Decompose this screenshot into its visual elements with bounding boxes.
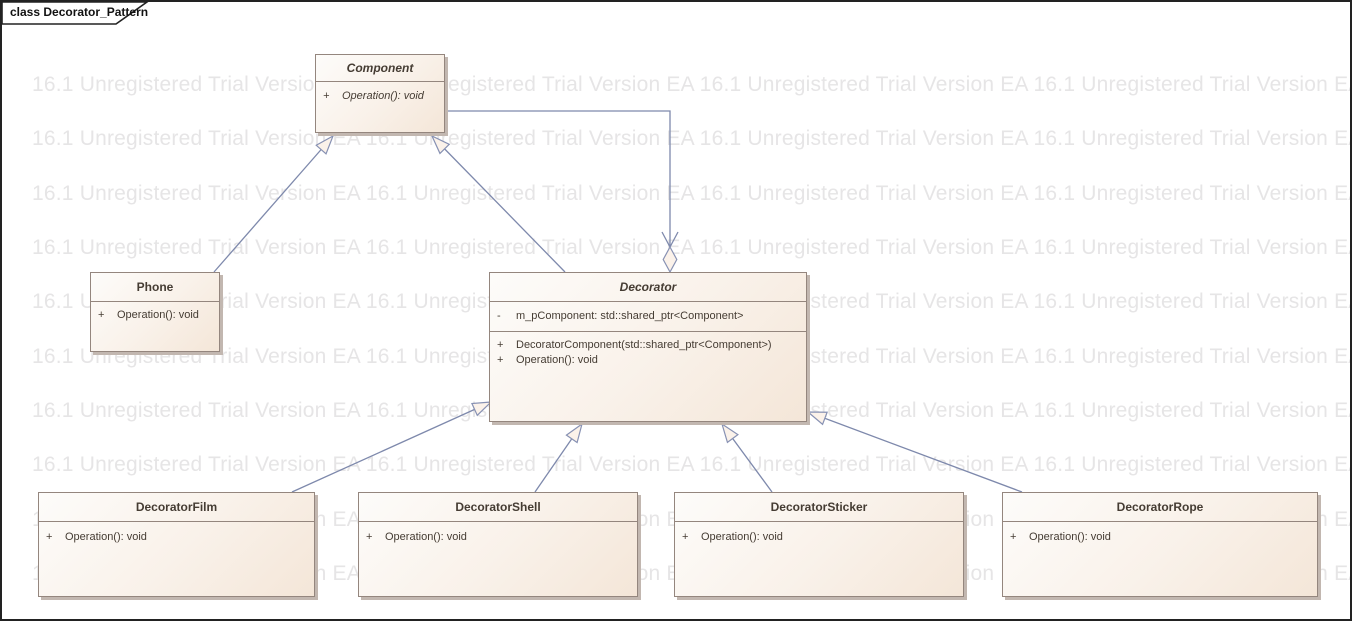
watermark-row: 16.1 Unregistered Trial Version EA 16.1 … [32, 236, 1350, 259]
operation-text: DecoratorComponent(std::shared_ptr<Compo… [516, 339, 772, 351]
class-decoratorfilm[interactable]: DecoratorFilm + Operation(): void [38, 492, 315, 597]
watermark-row: 16.1 Unregistered Trial Version EA 16.1 … [32, 182, 1350, 205]
generalization-decoratorshell-to-decorator[interactable] [534, 422, 584, 493]
operation-row: + Operation(): void [91, 308, 219, 323]
visibility-symbol: + [682, 531, 689, 543]
operation-text: Operation(): void [701, 531, 783, 543]
visibility-symbol: - [497, 310, 501, 322]
visibility-symbol: + [497, 339, 504, 351]
operation-row: + Operation(): void [359, 530, 637, 545]
generalization-decoratorrope-to-decorator[interactable] [806, 411, 1023, 493]
operation-text: Operation(): void [385, 531, 467, 543]
visibility-symbol: + [46, 531, 53, 543]
class-title: DecoratorRope [1003, 493, 1317, 522]
attribute-text: m_pComponent: std::shared_ptr<Component> [516, 310, 744, 322]
operation-text: Operation(): void [342, 90, 424, 102]
operation-row: + Operation(): void [490, 353, 806, 368]
operation-text: Operation(): void [65, 531, 147, 543]
class-title: DecoratorShell [359, 493, 637, 522]
class-decoratorshell[interactable]: DecoratorShell + Operation(): void [358, 492, 638, 597]
frame-tab-shape [2, 2, 149, 25]
generalization-decorator-to-component[interactable] [430, 134, 566, 273]
operation-row: + Operation(): void [316, 89, 444, 104]
class-phone[interactable]: Phone + Operation(): void [90, 272, 220, 352]
generalization-decoratorfilm-to-decorator[interactable] [291, 401, 493, 493]
visibility-symbol: + [98, 309, 105, 321]
diagram-title: class Decorator_Pattern [10, 5, 149, 19]
operation-row: + Operation(): void [39, 530, 314, 545]
visibility-symbol: + [323, 90, 330, 102]
class-title: DecoratorSticker [675, 493, 963, 522]
class-component[interactable]: Component + Operation(): void [315, 54, 445, 133]
class-title: Decorator [490, 273, 806, 302]
operation-row: + Operation(): void [1003, 530, 1317, 545]
class-title: Component [316, 55, 444, 82]
operation-text: Operation(): void [117, 309, 199, 321]
watermark-row: 16.1 Unregistered Trial Version EA 16.1 … [32, 453, 1350, 476]
attribute-row: - m_pComponent: std::shared_ptr<Componen… [490, 309, 806, 324]
class-title: Phone [91, 273, 219, 302]
visibility-symbol: + [366, 531, 373, 543]
visibility-symbol: + [1010, 531, 1017, 543]
generalization-decoratorsticker-to-decorator[interactable] [720, 422, 773, 493]
operation-text: Operation(): void [1029, 531, 1111, 543]
class-decoratorsticker[interactable]: DecoratorSticker + Operation(): void [674, 492, 964, 597]
diagram-frame-tab [2, 2, 149, 25]
operation-text: Operation(): void [516, 354, 598, 366]
operation-row: + Operation(): void [675, 530, 963, 545]
class-decoratorrope[interactable]: DecoratorRope + Operation(): void [1002, 492, 1318, 597]
visibility-symbol: + [497, 354, 504, 366]
aggregation-decorator-component[interactable] [445, 110, 679, 274]
aggregation-diamond-icon [662, 245, 678, 274]
class-title: DecoratorFilm [39, 493, 314, 522]
class-decorator[interactable]: Decorator - m_pComponent: std::shared_pt… [489, 272, 807, 422]
generalization-phone-to-component[interactable] [213, 134, 335, 273]
operation-row: + DecoratorComponent(std::shared_ptr<Com… [490, 338, 806, 353]
